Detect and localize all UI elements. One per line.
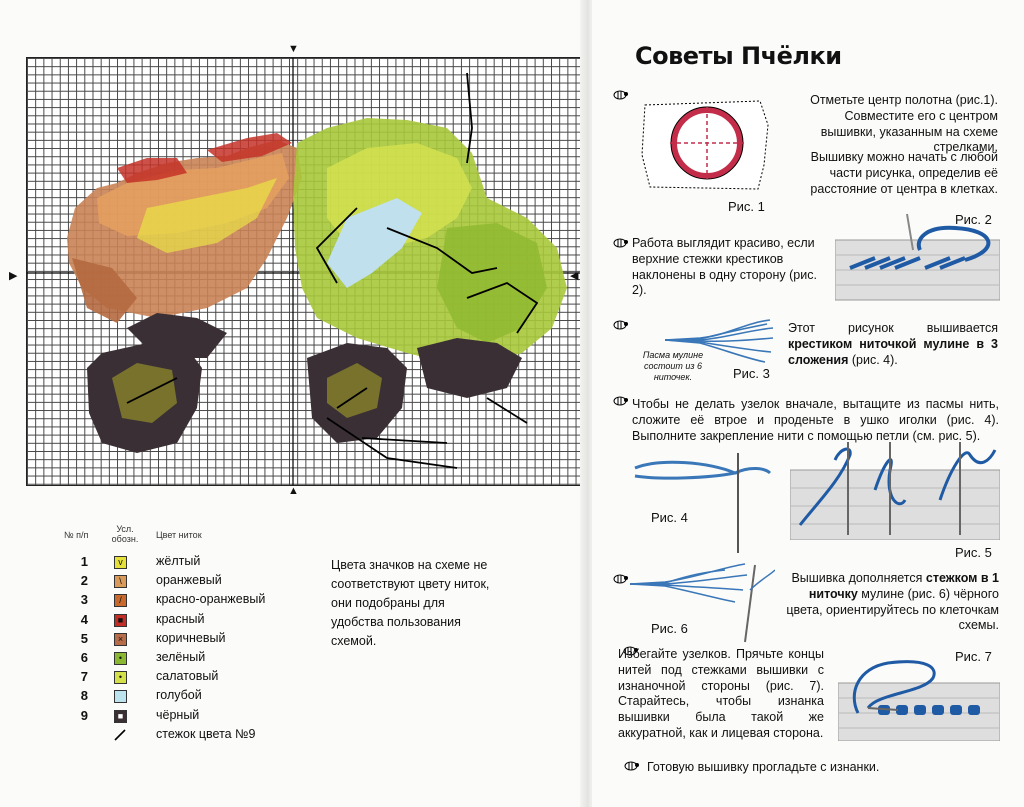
chart-artwork <box>27 58 585 485</box>
legend-row: 1 v жёлтый <box>64 554 314 573</box>
stitch-label: стежок цвета №9 <box>156 726 256 741</box>
center-arrow-right-icon: ◀ <box>570 270 579 282</box>
legend-color-name: зелёный <box>156 649 206 664</box>
tip-knots: Избегайте узелков. Прячьте концы нитей п… <box>618 647 824 740</box>
fig5-caption: Рис. 5 <box>955 545 992 560</box>
cross-stitch-figure <box>834 210 1001 302</box>
page-title: Советы Пчёлки <box>635 42 842 70</box>
legend-color-name: красно-оранжевый <box>156 592 266 607</box>
fig4-caption: Рис. 4 <box>651 510 688 525</box>
fig7-caption: Рис. 7 <box>955 649 992 664</box>
legend-color-name: оранжевый <box>156 573 222 588</box>
brown-symbol-icon: × <box>114 632 127 646</box>
red-orange-symbol-icon: / <box>114 594 127 608</box>
orange-symbol-icon: \ <box>114 575 127 589</box>
fig3-caption: Рис. 3 <box>733 366 770 381</box>
legend-row: 4 ■ красный <box>64 612 314 631</box>
bee-icon <box>610 318 630 331</box>
legend-header: № п/п Усл. обозн. Цвет ниток <box>64 524 314 554</box>
legend-rows: 1 v жёлтый 2 \ оранжевый 3 / красно-оранжевый 4 ■ к… <box>64 554 314 727</box>
legend-num: 1 <box>80 554 88 569</box>
legend-row: 9 ■ чёрный <box>64 708 314 727</box>
stitch-line-icon <box>114 729 126 741</box>
tip-start: Вышивку можно начать с любой части рисун… <box>810 150 998 196</box>
legend-row: 8 голубой <box>64 688 314 707</box>
bee-icon <box>610 394 630 407</box>
thread-legend: № п/п Усл. обозн. Цвет ниток 1 v жёлтый 2 \ о… <box>64 524 314 746</box>
legend-num: 2 <box>80 573 88 589</box>
cross-stitch-chart <box>26 57 586 486</box>
fig2-caption: Рис. 2 <box>955 212 992 227</box>
legend-row: 7 • салатовый <box>64 669 314 688</box>
tip-single-part1: Вышивка дополняется <box>791 571 923 585</box>
legend-header-color: Цвет ниток <box>156 530 202 540</box>
black-symbol-icon: ■ <box>114 709 127 723</box>
legend-header-symbol: Усл. обозн. <box>111 524 139 544</box>
tip-single-thread: Вышивка дополняется стежком в 1 ниточку … <box>785 571 999 634</box>
bee-icon <box>620 644 640 657</box>
tip-single-part2: мулине (рис. 6) чёрного цвета, ориентиру… <box>786 586 999 633</box>
legend-header-num: № п/п <box>64 530 89 540</box>
red-symbol-icon: ■ <box>114 613 127 627</box>
center-arrow-left-icon: ▶ <box>9 270 18 282</box>
legend-stitch-row: стежок цвета №9 <box>64 727 314 746</box>
legend-num: 4 <box>80 611 88 627</box>
legend-row: 5 × коричневый <box>64 631 314 650</box>
legend-color-name: голубой <box>156 688 202 703</box>
legend-num: 7 <box>80 669 88 685</box>
bee-icon <box>610 88 630 101</box>
fig6-caption: Рис. 6 <box>651 621 688 636</box>
floss-figure <box>664 318 775 363</box>
legend-color-name: салатовый <box>156 669 219 684</box>
yellow-symbol-icon: v <box>114 556 127 569</box>
floss-note: Пасма мулине состоит из 6 ниточек. <box>642 350 704 382</box>
bee-icon <box>621 759 641 772</box>
legend-color-name: чёрный <box>156 707 200 722</box>
green-symbol-icon: • <box>114 651 127 665</box>
legend-num: 8 <box>80 688 88 704</box>
tip-single-bold: стежком в 1 ниточку <box>808 571 999 601</box>
tip-floss: Этот рисунок вышивается крестиком ниточк… <box>788 321 998 368</box>
legend-row: 2 \ оранжевый <box>64 573 314 592</box>
legend-num: 5 <box>80 630 88 646</box>
light-green-symbol-icon: • <box>114 671 127 685</box>
tip-center: Отметьте центр полотна (рис.1). Совмести… <box>810 93 998 155</box>
back-side-figure <box>837 653 1001 742</box>
tip-floss-part2: (рис. 4). <box>851 352 898 367</box>
legend-color-name: коричневый <box>156 630 226 645</box>
legend-row: 6 • зелёный <box>64 650 314 669</box>
hoop-figure <box>640 95 770 195</box>
needle-figure <box>630 448 790 558</box>
bee-icon <box>610 572 630 585</box>
tip-threading: Чтобы не делать узелок вначале, вытащите… <box>632 397 999 443</box>
legend-num: 3 <box>80 592 88 608</box>
tip-floss-bold: крестиком ниточкой мулине в 3 сложения <box>788 336 998 367</box>
legend-row: 3 / красно-оранжевый <box>64 592 314 611</box>
fig1-caption: Рис. 1 <box>728 199 765 214</box>
legend-color-name: жёлтый <box>156 554 201 568</box>
legend-num: 9 <box>80 707 88 723</box>
single-thread-figure <box>625 560 776 645</box>
tip-stitches: Работа выглядит красиво, если верхние ст… <box>632 236 817 298</box>
bee-icon <box>610 236 630 249</box>
center-arrow-top-icon: ▼ <box>288 43 299 55</box>
color-note: Цвета значков на схеме не соответствуют … <box>331 558 490 648</box>
legend-color-name: красный <box>156 611 205 626</box>
light-blue-symbol-icon <box>114 690 127 704</box>
loop-figure <box>789 440 1001 541</box>
left-page: ▼ ▲ ▶ ◀ № п/п Усл. обозн. Цвет ниток 1 v ж… <box>9 43 586 746</box>
center-arrow-bottom-icon: ▲ <box>288 485 299 497</box>
legend-num: 6 <box>80 649 88 665</box>
tip-floss-part1: Этот рисунок вышивается <box>788 321 998 335</box>
tip-ironing: Готовую вышивку прогладьте с изнанки. <box>647 760 880 774</box>
